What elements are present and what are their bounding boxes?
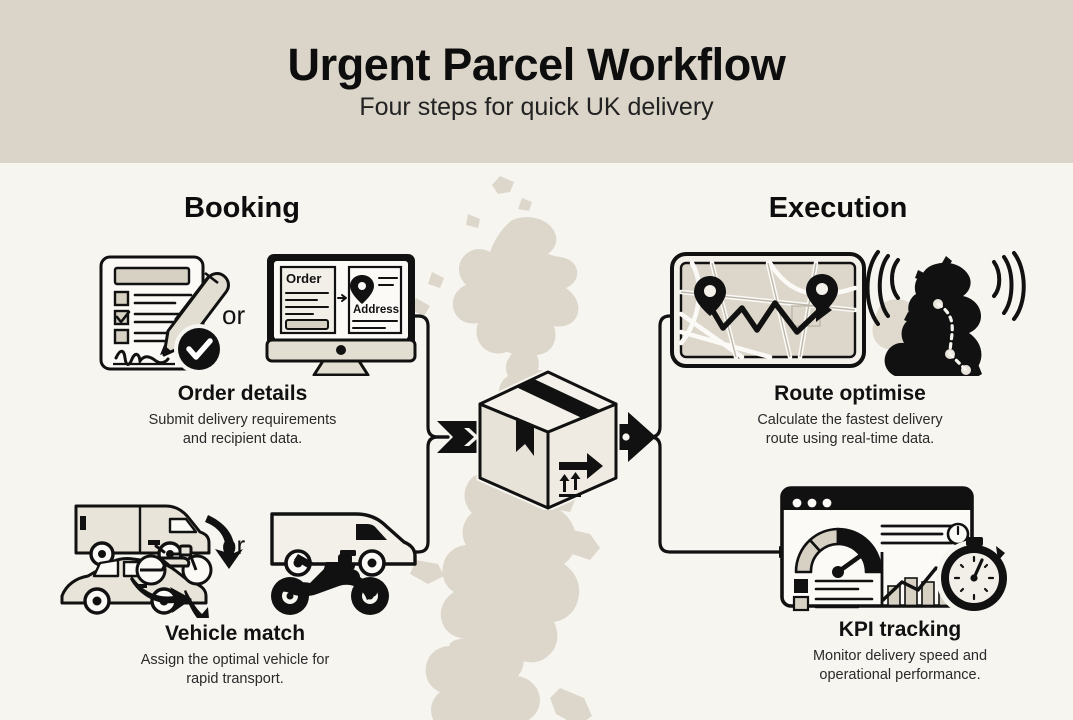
step-order-details-art: Order — [55, 248, 430, 377]
section-heading-execution: Execution — [768, 192, 908, 224]
clipboard-signature-icon — [99, 255, 230, 374]
desktop-monitor-order-form-icon: Order — [265, 254, 417, 377]
motorbike-solid-icon — [271, 554, 389, 615]
route-map-icon — [670, 252, 866, 368]
header-band: Urgent Parcel Workflow Four steps for qu… — [0, 0, 1073, 163]
van-icon — [270, 512, 417, 577]
step-vehicle-match-desc-line2: rapid transport. — [186, 671, 284, 688]
uk-map-signal-icon — [865, 250, 1026, 408]
step-order-details: Order — [55, 248, 430, 449]
truck-icon — [74, 504, 211, 567]
dashboard-window-icon — [780, 486, 974, 612]
step-vehicle-match-title: Vehicle match — [164, 622, 306, 645]
step-order-details-title: Order details — [177, 382, 308, 405]
step-kpi-tracking-title: KPI tracking — [838, 618, 962, 641]
step-vehicle-match-desc-line1: Assign the optimal vehicle for — [140, 652, 330, 669]
screen-label-order: Order — [286, 271, 321, 286]
step-kpi-tracking-desc-line2: operational performance. — [819, 667, 981, 684]
step-route-optimise-desc-line2: route using real-time data. — [765, 431, 935, 448]
motorcycle-icon — [135, 544, 213, 586]
section-heading-booking: Booking — [184, 192, 300, 224]
step-kpi-tracking: KPI tracking Monitor delivery speed and … — [730, 482, 1070, 685]
step-vehicle-match-art — [40, 492, 430, 630]
step-kpi-tracking-desc: Monitor delivery speed and operational p… — [730, 647, 1070, 685]
or-label-booking-top: or — [222, 300, 246, 330]
step-order-details-desc: Submit delivery requirements and recipie… — [55, 411, 430, 449]
step-route-optimise-art — [650, 248, 1050, 408]
parcel-box-icon — [476, 370, 620, 510]
step-route-optimise: Route optimise Calculate the fastest del… — [650, 248, 1050, 449]
page-title: Urgent Parcel Workflow — [287, 39, 786, 91]
step-vehicle-match-desc: Assign the optimal vehicle for rapid tra… — [40, 651, 430, 689]
step-order-details-desc-line1: Submit delivery requirements — [148, 412, 337, 429]
step-route-optimise-desc-line1: Calculate the fastest delivery — [757, 412, 943, 429]
screen-label-address: Address — [353, 304, 399, 316]
step-kpi-tracking-art — [730, 482, 1070, 616]
page-subtitle: Four steps for quick UK delivery — [359, 93, 714, 122]
step-order-details-desc-line2: and recipient data. — [182, 431, 303, 448]
step-kpi-tracking-desc-line1: Monitor delivery speed and — [812, 648, 988, 665]
step-route-optimise-title: Route optimise — [774, 382, 926, 405]
step-vehicle-match: Vehicle match Assign the optimal vehicle… — [40, 492, 430, 689]
stopwatch-icon — [936, 537, 1012, 616]
step-route-optimise-desc: Calculate the fastest delivery route usi… — [650, 411, 1050, 449]
or-label-booking-bottom: or — [222, 530, 246, 560]
